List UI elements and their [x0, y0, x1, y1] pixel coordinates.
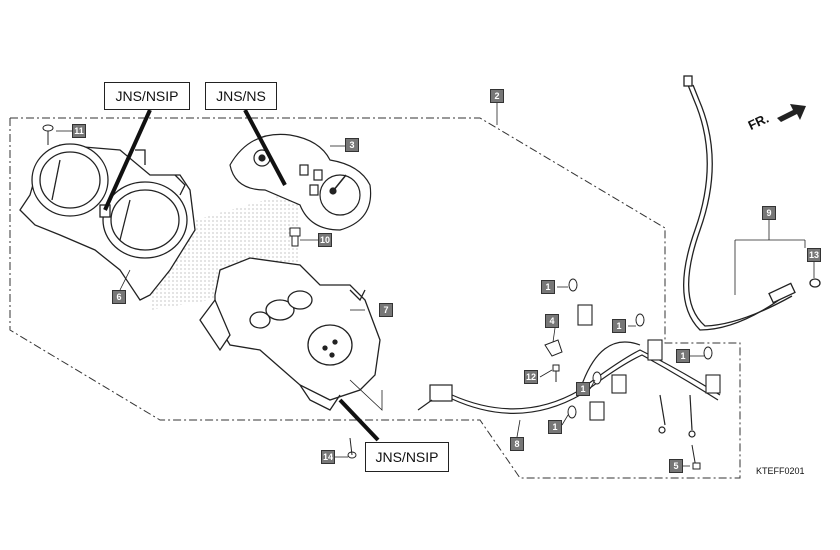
bulb-sockets	[577, 304, 721, 421]
part-number-label: 5	[669, 459, 683, 473]
meter-face-part	[229, 133, 372, 231]
meter-case-part	[19, 143, 196, 301]
part-number-label: 1	[548, 420, 562, 434]
part-number-label: 12	[524, 370, 538, 384]
diagram-code: KTEFF0201	[756, 466, 805, 476]
part-number-label: 6	[112, 290, 126, 304]
part-number-label: 14	[321, 450, 335, 464]
callout-jns-nsip-top: JNS/NSIP	[104, 82, 190, 110]
part-number-label: 3	[345, 138, 359, 152]
speedometer-cable	[682, 75, 821, 331]
part-number-label: 1	[676, 349, 690, 363]
wire-harness	[417, 341, 721, 438]
screw-11	[42, 124, 54, 145]
bulbs	[567, 278, 713, 419]
meter-housing-part	[199, 257, 381, 411]
callout-jns-ns: JNS/NS	[205, 82, 277, 110]
grommet-10	[289, 227, 301, 247]
part-number-label: 11	[72, 124, 86, 138]
screw-14	[347, 437, 357, 459]
part-number-label: 4	[545, 314, 559, 328]
part-number-label: 10	[318, 233, 332, 247]
small-parts	[544, 339, 701, 470]
part-number-label: 2	[490, 89, 504, 103]
part-number-label: 7	[379, 303, 393, 317]
part-number-label: 8	[510, 437, 524, 451]
part-number-label: 1	[576, 382, 590, 396]
part-number-label: 9	[762, 206, 776, 220]
fr-arrow-icon	[777, 104, 806, 122]
callout-jns-nsip-bottom: JNS/NSIP	[365, 442, 449, 472]
callout-pointers	[103, 109, 380, 442]
leader-lines	[56, 103, 815, 467]
part-number-label: 1	[612, 319, 626, 333]
assembly-outline	[9, 117, 741, 479]
part-number-label: 13	[807, 248, 821, 262]
part-number-label: 1	[541, 280, 555, 294]
